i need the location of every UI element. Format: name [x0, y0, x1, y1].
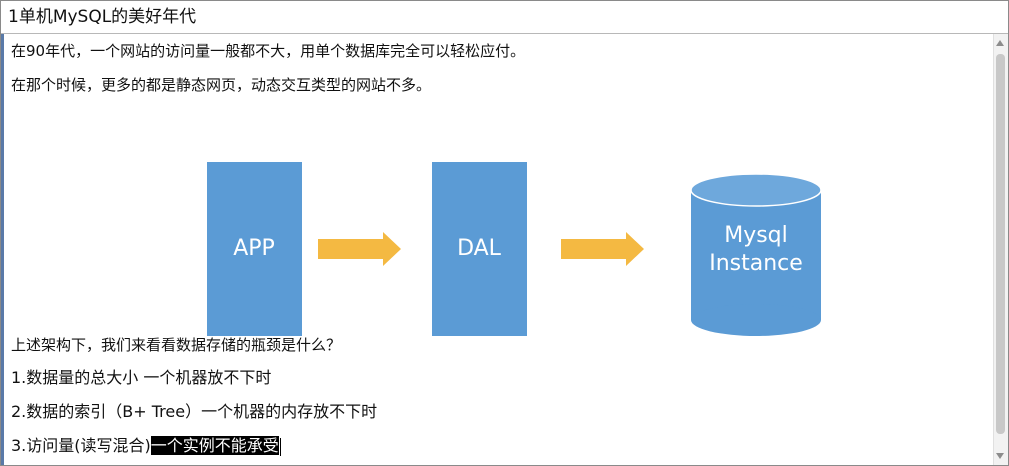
app-label: APP [233, 236, 275, 261]
question-line: 上述架构下，我们来看看数据存储的瓶颈是什么？ [11, 336, 342, 354]
list-item-3-text: 3.访问量(读写混合) [11, 436, 151, 455]
content-area: 在90年代，一个网站的访问量一般都不大，用单个数据库完全可以轻松应付。 在那个时… [11, 34, 994, 465]
db-label-line2: Instance [709, 251, 803, 276]
dal-box [432, 162, 527, 336]
list-item-2: 2.数据的索引（B+ Tree）一个机器的内存放不下时 [11, 402, 378, 421]
text-cursor [279, 437, 281, 456]
scroll-down-icon[interactable] [996, 453, 1004, 459]
selected-text[interactable]: 一个实例不能承受 [150, 436, 279, 455]
scroll-thumb[interactable] [996, 54, 1005, 434]
diagram-canvas: APP DAL Mysql Instance [207, 162, 822, 336]
arrow-right-icon [318, 232, 401, 266]
database-cylinder-icon [690, 173, 822, 336]
vertical-scrollbar[interactable] [993, 34, 1008, 465]
page-title: 1单机MySQL的美好年代 [1, 1, 1008, 34]
arrow-right-icon [561, 232, 644, 266]
left-border-rule [1, 34, 4, 465]
architecture-diagram: APP DAL Mysql Instance [191, 162, 841, 340]
app-box [207, 162, 302, 336]
list-item-3: 3.访问量(读写混合)一个实例不能承受 [11, 436, 281, 456]
db-label-line1: Mysql [724, 223, 788, 248]
scroll-up-icon[interactable] [996, 40, 1004, 46]
paragraph-1: 在90年代，一个网站的访问量一般都不大，用单个数据库完全可以轻松应付。 [11, 42, 526, 60]
dal-label: DAL [457, 236, 502, 261]
paragraph-2: 在那个时候，更多的都是静态网页，动态交互类型的网站不多。 [11, 76, 432, 94]
list-item-1: 1.数据量的总大小 一个机器放不下时 [11, 368, 272, 387]
